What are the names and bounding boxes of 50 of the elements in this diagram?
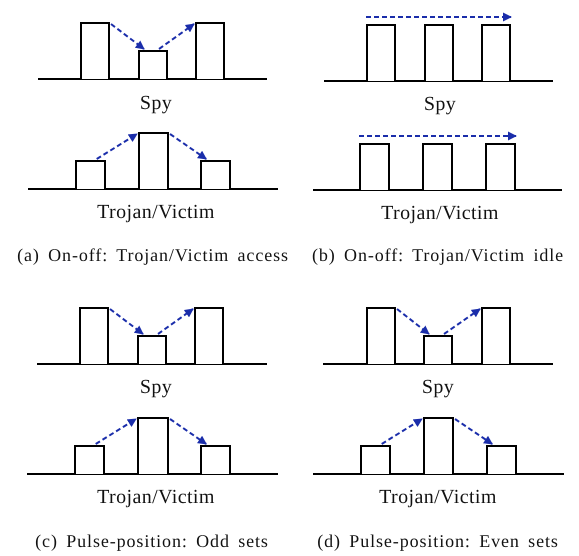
dashed-arrow <box>396 308 430 335</box>
dashed-arrow <box>110 23 145 50</box>
dashed-arrow <box>454 418 493 445</box>
subfigure-caption: (a) On-off: Trojan/Victim access <box>17 244 289 266</box>
dashed-arrow <box>366 12 512 22</box>
chart-label: Spy <box>140 92 172 114</box>
dashed-arrow <box>169 418 207 445</box>
cache-set-bar <box>423 335 453 364</box>
cache-set-bar <box>137 417 169 474</box>
dashed-arrow <box>443 308 481 335</box>
cache-set-bar <box>74 445 105 474</box>
cache-set-bar <box>359 143 390 190</box>
dashed-arrow <box>109 308 144 335</box>
cache-set-bar <box>485 143 516 190</box>
dashed-arrow <box>96 133 138 160</box>
chart-label: Spy <box>422 376 454 398</box>
chart-label: Spy <box>140 376 172 398</box>
cache-set-bar <box>194 307 224 364</box>
cache-set-bar <box>486 445 517 474</box>
dashed-arrow <box>157 308 194 335</box>
cache-set-bar <box>138 50 168 79</box>
cache-set-bar <box>75 160 106 189</box>
cache-set-bar <box>481 307 511 364</box>
cache-set-bar <box>200 445 231 474</box>
dashed-arrow <box>359 132 517 140</box>
chart-label: Trojan/Victim <box>97 201 215 223</box>
chart-label: Trojan/Victim <box>381 202 499 224</box>
cache-set-bar <box>137 335 167 364</box>
subfigure-caption: (d) Pulse-position: Even sets <box>317 530 559 552</box>
dashed-arrow <box>169 133 207 160</box>
cache-set-bar <box>366 24 396 81</box>
dashed-arrow <box>95 418 137 445</box>
cache-set-bar <box>195 22 225 79</box>
cache-set-bar <box>138 132 169 189</box>
cache-set-bar <box>481 24 511 81</box>
subfigure-caption: (c) Pulse-position: Odd sets <box>35 530 269 552</box>
cache-set-bar <box>200 160 231 189</box>
dashed-arrow <box>158 23 195 50</box>
chart-label: Trojan/Victim <box>379 486 497 508</box>
chart-label: Spy <box>424 93 456 115</box>
chart-label: Trojan/Victim <box>97 486 215 508</box>
dashed-arrow <box>381 418 423 445</box>
cache-set-bar <box>79 307 109 364</box>
cache-set-bar <box>366 307 396 364</box>
cache-set-bar <box>80 22 110 79</box>
cache-set-bar <box>422 143 453 190</box>
cache-set-bar <box>423 417 454 474</box>
cache-set-bar <box>360 445 391 474</box>
cache-set-bar <box>424 24 454 81</box>
subfigure-caption: (b) On-off: Trojan/Victim idle <box>312 244 564 266</box>
